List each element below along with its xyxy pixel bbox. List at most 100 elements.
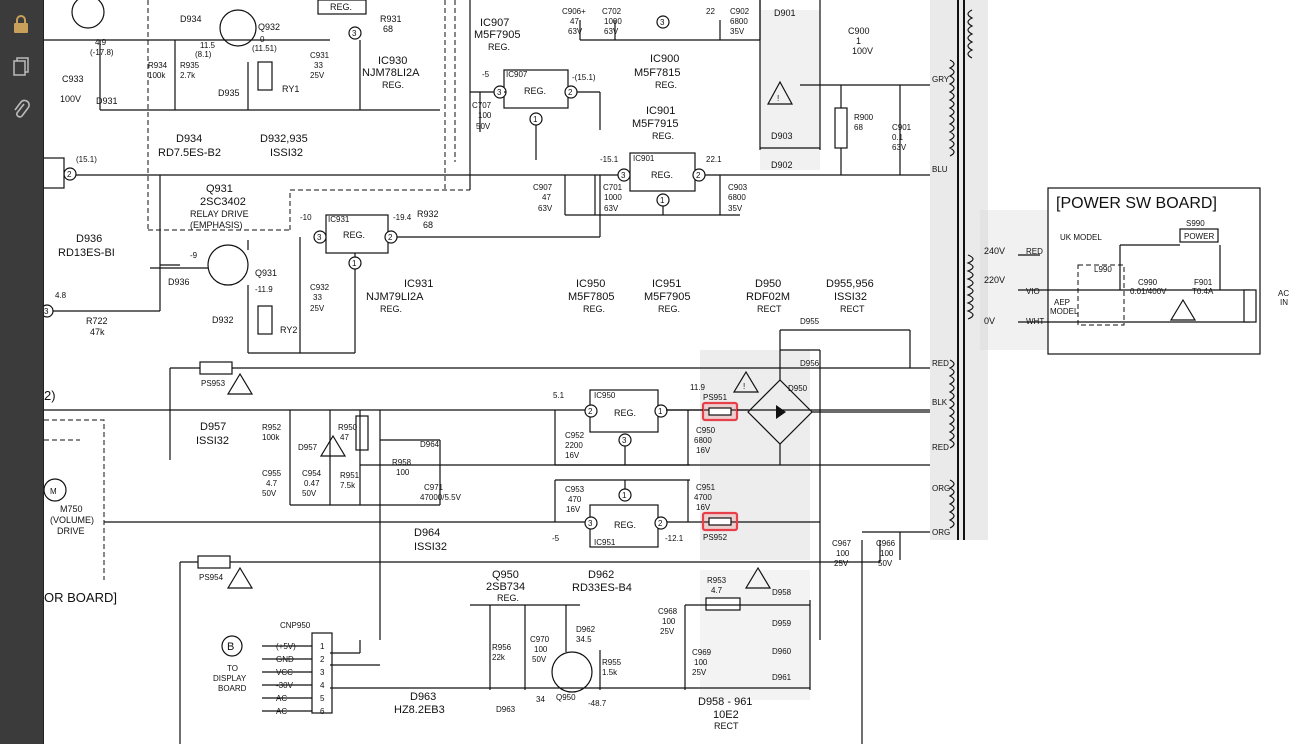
b-label: B: [227, 641, 234, 653]
ps952-highlight[interactable]: [701, 511, 739, 532]
v151b-label: -15.1: [600, 155, 619, 164]
lock-icon[interactable]: [9, 12, 33, 36]
r958-label: R958: [392, 458, 412, 467]
power-sw-board: [POWER SW BOARD] S990 POWER UK MODEL 240…: [966, 187, 1289, 355]
ic950-box: [589, 389, 659, 433]
cnp950-pin-number: 3: [320, 668, 325, 677]
q931-section: Q931 2SC3402 RELAY DRIVE (EMPHASIS) Q931…: [150, 183, 356, 354]
d962-label: D962: [588, 569, 614, 581]
d964b-label: D964: [414, 527, 440, 539]
d957c-label: D957: [298, 443, 318, 452]
ps951-highlight[interactable]: [701, 401, 739, 422]
c952v1-label: 2200: [565, 441, 583, 450]
v119b-label: 11.9: [690, 383, 706, 392]
ic931t-label: REG.: [380, 304, 402, 314]
d958t-label: RECT: [714, 721, 739, 731]
c967-label: C967: [832, 539, 852, 548]
q950p-label: 2SB734: [486, 581, 525, 593]
d963p-label: HZ8.2EB3: [394, 704, 445, 716]
f901-label: F901: [1194, 278, 1213, 287]
c950v1-label: 6800: [694, 436, 712, 445]
r932-label: R932: [417, 209, 439, 219]
c931v2-label: 25V: [310, 71, 325, 80]
c950-label: C950: [696, 426, 716, 435]
c702v2-label: 63V: [604, 27, 619, 36]
cnp950-pin-number: 1: [320, 642, 325, 651]
v194-label: -19.4: [393, 213, 412, 222]
c966v2-label: 50V: [878, 559, 893, 568]
d964-label: D964: [420, 440, 440, 449]
ic951-section: IC951 M5F7905 REG. IC951 REG. 3 2 1 -5 -…: [104, 278, 930, 548]
d934b-label: D934: [176, 133, 202, 145]
ic950-section: IC950 M5F7805 REG. IC950 REG. 2 1 3 5.1 …: [553, 278, 716, 466]
c955-label: C955: [262, 469, 282, 478]
svg-text:2: 2: [67, 170, 72, 179]
c967v2-label: 25V: [834, 559, 849, 568]
d964p-label: ISSI32: [414, 541, 447, 553]
d955l-label: D955: [800, 317, 820, 326]
ic901t-label: REG.: [652, 131, 674, 141]
v121-label: -12.1: [665, 534, 684, 543]
r931-label: R931: [380, 14, 402, 24]
d950p-label: RDF02M: [746, 291, 790, 303]
c951-label: C951: [696, 483, 716, 492]
v0-label: 0V: [984, 316, 995, 326]
svg-text:3: 3: [44, 307, 49, 316]
c903v1-label: 6800: [728, 193, 746, 202]
c701-label: C701: [603, 183, 623, 192]
gry-label: GRY: [932, 75, 950, 84]
tap-red1: RED: [932, 359, 949, 368]
c707v1-label: 100: [478, 111, 492, 120]
svg-text:3: 3: [660, 18, 665, 27]
q950l-label: Q950: [556, 693, 576, 702]
c900v1-label: 1: [856, 36, 861, 46]
r950-label: R950: [338, 423, 358, 432]
d961-label: D961: [772, 673, 792, 682]
r951-label: R951: [340, 471, 360, 480]
d963l-label: D963: [496, 705, 516, 714]
tap-blk: BLK: [932, 398, 948, 407]
ic931-box: [325, 214, 389, 254]
pages-icon[interactable]: [9, 55, 33, 79]
ps953-label: PS953: [201, 379, 226, 388]
d934p-label: RD7.5ES-B2: [158, 147, 221, 159]
d950t-label: RECT: [757, 304, 782, 314]
reg1-box: [317, 0, 367, 15]
c933v-label: 100V: [60, 94, 81, 104]
c953v2-label: 16V: [566, 505, 581, 514]
paperclip-icon[interactable]: [9, 98, 33, 122]
c968v1-label: 100: [662, 617, 676, 626]
v178-label: (-17.8): [90, 48, 114, 57]
c932v2-label: 25V: [310, 304, 325, 313]
v51-label: 5.1: [553, 391, 565, 400]
transformer-taps: RED BLK RED ORG ORG: [932, 359, 950, 537]
ic901p-label: M5F7915: [632, 118, 678, 130]
ry1-label: RY1: [282, 84, 299, 94]
c970v1-label: 100: [534, 645, 548, 654]
d936p-label: RD13ES-BI: [58, 247, 115, 259]
bottom-shade: [700, 570, 810, 700]
q931-label: Q931: [206, 183, 233, 195]
c932v1-label: 33: [313, 293, 322, 302]
c702-label: C702: [602, 7, 622, 16]
q950t-label: REG.: [497, 593, 519, 603]
cnp950-pin-number: 5: [320, 694, 325, 703]
r934-label: R934: [148, 61, 168, 70]
ry2-label: RY2: [280, 325, 297, 335]
r952-label: R952: [262, 423, 282, 432]
top-shade: [760, 10, 820, 170]
c953v1-label: 470: [568, 495, 582, 504]
c969-label: C969: [692, 648, 712, 657]
ic951-label: IC951: [652, 278, 681, 290]
d934-label: D934: [180, 14, 202, 24]
d959-label: D959: [772, 619, 792, 628]
ac-label: AC: [1278, 289, 1289, 298]
ic951-reg: REG.: [614, 520, 636, 530]
c951v1-label: 4700: [694, 493, 712, 502]
r935-label: R935: [180, 61, 200, 70]
ic950-label: IC950: [576, 278, 605, 290]
ic931p-label: NJM79LI2A: [366, 291, 424, 303]
v9-label: -9: [190, 251, 198, 260]
s990-label: S990: [1186, 219, 1205, 228]
c902v2-label: 35V: [730, 27, 745, 36]
